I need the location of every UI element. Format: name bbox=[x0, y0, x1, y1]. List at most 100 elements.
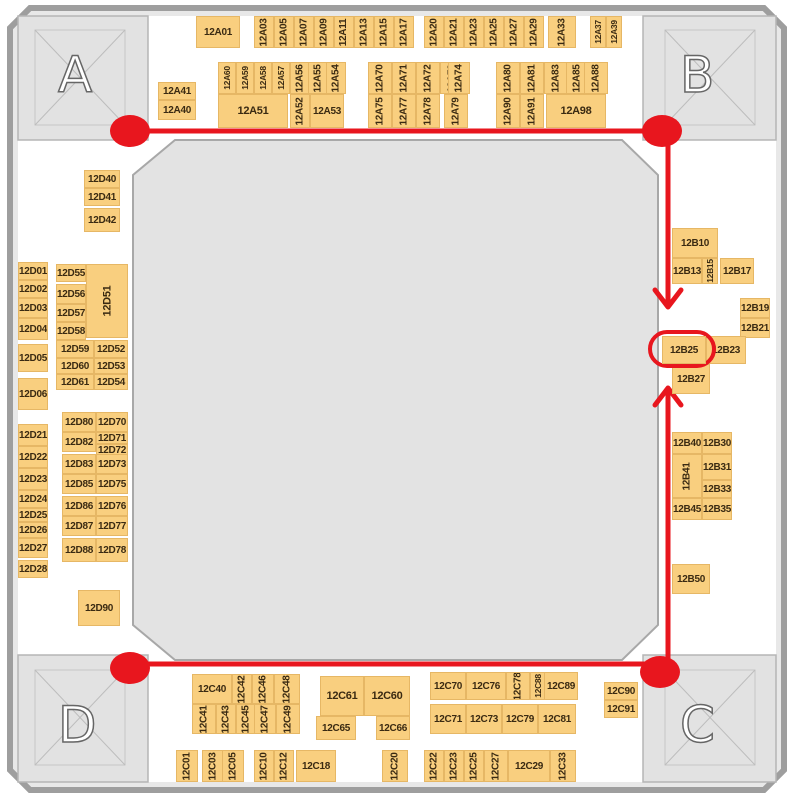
booth-12d51[interactable]: 12D51 bbox=[86, 264, 128, 338]
booth-12a83[interactable]: 12A83 bbox=[544, 62, 568, 94]
booth-12d82[interactable]: 12D82 bbox=[62, 432, 96, 452]
booth-12c89[interactable]: 12C89 bbox=[544, 672, 578, 700]
booth-12c12[interactable]: 12C12 bbox=[274, 750, 294, 782]
booth-12a91[interactable]: 12A91 bbox=[520, 94, 544, 128]
booth-12c90[interactable]: 12C90 bbox=[604, 682, 638, 700]
booth-12a11[interactable]: 12A11 bbox=[334, 16, 354, 48]
booth-12d76[interactable]: 12D76 bbox=[96, 496, 128, 516]
booth-12b17[interactable]: 12B17 bbox=[720, 258, 754, 284]
booth-12d72[interactable]: 12D72 bbox=[96, 444, 128, 456]
booth-12a33[interactable]: 12A33 bbox=[548, 16, 576, 48]
booth-12d60[interactable]: 12D60 bbox=[56, 358, 94, 374]
booth-12d59[interactable]: 12D59 bbox=[56, 340, 94, 358]
booth-12c42[interactable]: 12C42 bbox=[232, 674, 252, 704]
booth-12d40[interactable]: 12D40 bbox=[84, 170, 120, 188]
booth-12a07[interactable]: 12A07 bbox=[294, 16, 314, 48]
booth-12a56[interactable]: 12A56 bbox=[290, 62, 310, 94]
booth-12c43[interactable]: 12C43 bbox=[216, 704, 236, 734]
booth-12c27[interactable]: 12C27 bbox=[484, 750, 508, 782]
booth-12a21[interactable]: 12A21 bbox=[444, 16, 464, 48]
booth-12b19[interactable]: 12B19 bbox=[740, 298, 770, 318]
booth-12d28[interactable]: 12D28 bbox=[18, 560, 48, 578]
booth-12a55[interactable]: 12A55 bbox=[308, 62, 328, 94]
booth-12a13[interactable]: 12A13 bbox=[354, 16, 374, 48]
booth-12a25[interactable]: 12A25 bbox=[484, 16, 504, 48]
booth-12c49[interactable]: 12C49 bbox=[276, 704, 300, 734]
booth-12d01[interactable]: 12D01 bbox=[18, 262, 48, 280]
booth-12d42[interactable]: 12D42 bbox=[84, 208, 120, 232]
booth-12a81[interactable]: 12A81 bbox=[520, 62, 544, 94]
booth-12a54[interactable]: 12A54 bbox=[326, 62, 346, 94]
booth-12d21[interactable]: 12D21 bbox=[18, 424, 48, 446]
booth-12b45[interactable]: 12B45 bbox=[672, 498, 702, 520]
booth-12d75[interactable]: 12D75 bbox=[96, 474, 128, 494]
booth-12a23[interactable]: 12A23 bbox=[464, 16, 484, 48]
booth-12b30[interactable]: 12B30 bbox=[702, 432, 732, 454]
booth-12a27[interactable]: 12A27 bbox=[504, 16, 524, 48]
booth-12d87[interactable]: 12D87 bbox=[62, 516, 96, 536]
booth-12c65[interactable]: 12C65 bbox=[316, 716, 356, 740]
booth-12d80[interactable]: 12D80 bbox=[62, 412, 96, 432]
booth-12a90[interactable]: 12A90 bbox=[496, 94, 520, 128]
booth-12c71[interactable]: 12C71 bbox=[430, 704, 466, 734]
booth-12d54[interactable]: 12D54 bbox=[94, 374, 128, 390]
booth-12d83[interactable]: 12D83 bbox=[62, 454, 96, 474]
booth-12c22[interactable]: 12C22 bbox=[424, 750, 444, 782]
booth-12a37[interactable]: 12A37 bbox=[590, 16, 606, 48]
booth-12b10[interactable]: 12B10 bbox=[672, 228, 718, 258]
booth-12c70[interactable]: 12C70 bbox=[430, 672, 466, 700]
booth-12a79[interactable]: 12A79 bbox=[444, 94, 468, 128]
booth-12d85[interactable]: 12D85 bbox=[62, 474, 96, 494]
booth-12a52[interactable]: 12A52 bbox=[290, 94, 310, 128]
booth-12a09[interactable]: 12A09 bbox=[314, 16, 334, 48]
booth-12c29[interactable]: 12C29 bbox=[508, 750, 550, 782]
booth-12b40[interactable]: 12B40 bbox=[672, 432, 702, 454]
booth-12a71[interactable]: 12A71 bbox=[392, 62, 416, 94]
booth-12c48[interactable]: 12C48 bbox=[274, 674, 300, 704]
booth-12d56[interactable]: 12D56 bbox=[56, 284, 86, 304]
booth-12a29[interactable]: 12A29 bbox=[524, 16, 544, 48]
booth-12d73[interactable]: 12D73 bbox=[96, 454, 128, 474]
booth-12a60[interactable]: 12A60 bbox=[218, 62, 236, 94]
booth-12a39[interactable]: 12A39 bbox=[606, 16, 622, 48]
booth-12d88[interactable]: 12D88 bbox=[62, 538, 96, 562]
booth-12d41[interactable]: 12D41 bbox=[84, 188, 120, 206]
booth-12c66[interactable]: 12C66 bbox=[376, 716, 410, 740]
booth-12c61[interactable]: 12C61 bbox=[320, 676, 364, 716]
booth-12b21[interactable]: 12B21 bbox=[740, 318, 770, 338]
booth-12a15[interactable]: 12A15 bbox=[374, 16, 394, 48]
booth-12b27[interactable]: 12B27 bbox=[672, 364, 710, 394]
booth-12d25[interactable]: 12D25 bbox=[18, 508, 48, 522]
booth-12c01[interactable]: 12C01 bbox=[176, 750, 198, 782]
booth-12c79[interactable]: 12C79 bbox=[502, 704, 538, 734]
booth-12a58[interactable]: 12A58 bbox=[254, 62, 272, 94]
booth-12d58[interactable]: 12D58 bbox=[56, 322, 86, 340]
booth-12a98[interactable]: 12A98 bbox=[546, 94, 606, 128]
booth-12b33[interactable]: 12B33 bbox=[702, 480, 732, 498]
booth-12d71[interactable]: 12D71 bbox=[96, 432, 128, 444]
booth-12a20[interactable]: 12A20 bbox=[424, 16, 444, 48]
booth-12d57[interactable]: 12D57 bbox=[56, 304, 86, 322]
booth-12d78[interactable]: 12D78 bbox=[96, 538, 128, 562]
booth-12a03[interactable]: 12A03 bbox=[254, 16, 274, 48]
booth-12c03[interactable]: 12C03 bbox=[202, 750, 224, 782]
booth-12a53[interactable]: 12A53 bbox=[310, 94, 344, 128]
booth-12a78[interactable]: 12A78 bbox=[416, 94, 440, 128]
booth-12d53[interactable]: 12D53 bbox=[94, 358, 128, 374]
booth-12c78[interactable]: 12C78 bbox=[506, 672, 530, 700]
booth-12a41[interactable]: 12A41 bbox=[158, 82, 196, 100]
booth-12a57[interactable]: 12A57 bbox=[272, 62, 290, 94]
booth-12d90[interactable]: 12D90 bbox=[78, 590, 120, 626]
booth-12a51[interactable]: 12A51 bbox=[218, 94, 288, 128]
booth-12c18[interactable]: 12C18 bbox=[296, 750, 336, 782]
booth-12c45[interactable]: 12C45 bbox=[236, 704, 256, 734]
booth-12a70[interactable]: 12A70 bbox=[368, 62, 392, 94]
booth-12d55[interactable]: 12D55 bbox=[56, 264, 86, 282]
booth-12d02[interactable]: 12D02 bbox=[18, 280, 48, 298]
booth-12c81[interactable]: 12C81 bbox=[538, 704, 576, 734]
booth-12d24[interactable]: 12D24 bbox=[18, 490, 48, 508]
booth-12c05[interactable]: 12C05 bbox=[222, 750, 244, 782]
booth-12a80[interactable]: 12A80 bbox=[496, 62, 520, 94]
booth-12b15[interactable]: 12B15 bbox=[702, 258, 718, 284]
booth-12a17[interactable]: 12A17 bbox=[394, 16, 414, 48]
